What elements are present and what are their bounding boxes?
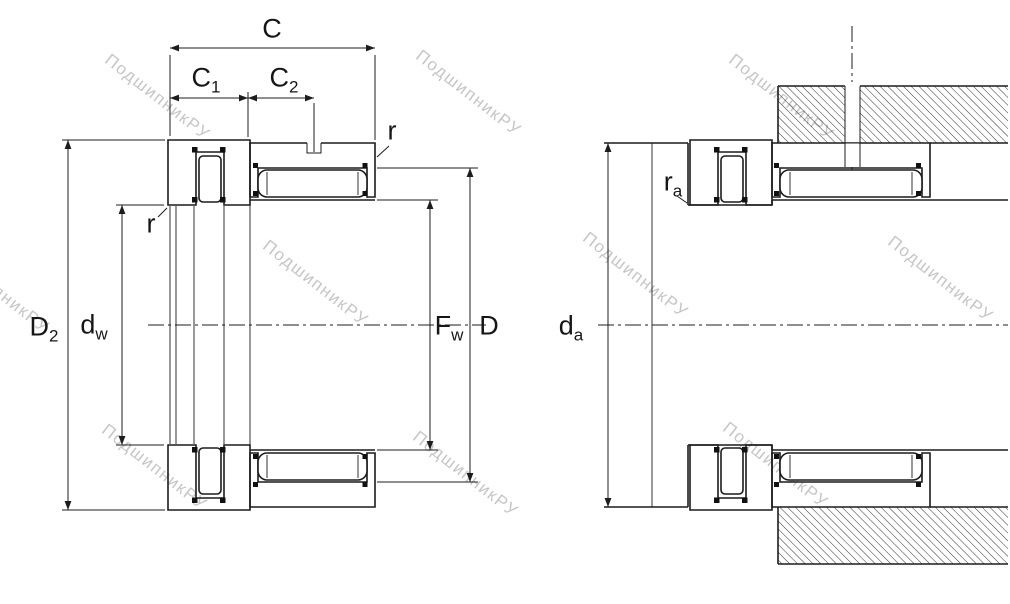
label-base: d (80, 309, 96, 340)
dim-label-r-inner: r (147, 208, 156, 243)
dim-label-c1: C1 (192, 62, 221, 97)
seal-dots (774, 454, 921, 487)
label-sub: a (573, 325, 584, 345)
left-view (62, 44, 486, 511)
housing-outline-top (777, 85, 1008, 144)
label-base: d (558, 310, 574, 341)
label-sub: 2 (49, 326, 59, 346)
label-base: r (146, 208, 156, 239)
label-sub: 1 (211, 77, 221, 97)
dimension-lines-right (604, 143, 688, 507)
dim-label-da: da (559, 310, 584, 345)
ra-leader (676, 195, 688, 204)
seal-dots (192, 147, 226, 203)
label-base: C (269, 62, 290, 93)
label-base: D (29, 311, 50, 342)
housing-section-top (778, 86, 1008, 143)
label-sub: w (95, 324, 108, 344)
thrust-roller-top (720, 155, 744, 203)
needle-outer-ring-bottom (771, 452, 931, 508)
label-base: C (262, 13, 282, 44)
lube-hole-through-ring (845, 143, 860, 167)
needle-roller-top (779, 169, 923, 198)
shaft-shoulder (604, 142, 1008, 508)
seal-dots (714, 447, 748, 503)
needle-roller-bottom (257, 452, 368, 481)
right-view (598, 26, 1008, 565)
needle-outer-ring-top (771, 142, 931, 198)
housing-section-bottom (778, 507, 1008, 564)
needle-roller-top (257, 169, 368, 198)
dim-label-r-outer: r (388, 115, 397, 150)
label-sub: a (672, 181, 683, 201)
housing-outline-bottom (777, 506, 1008, 565)
label-sub: 2 (289, 77, 299, 97)
label-base: D (479, 310, 499, 341)
label-base: r (387, 115, 397, 146)
thrust-roller-bottom (198, 447, 222, 495)
r-leader (376, 145, 390, 158)
seal-dots (253, 163, 368, 196)
dim-label-d2: D2 (30, 311, 59, 346)
lube-hole-outline (306, 143, 322, 154)
dim-label-dw: dw (80, 309, 107, 344)
thrust-roller-top (198, 155, 222, 203)
r-inner-leader (157, 207, 168, 218)
dim-label-fw: Fw (435, 310, 464, 345)
dim-label-d: D (479, 310, 499, 345)
label-base: C (191, 62, 212, 93)
seal-dots (714, 147, 748, 203)
dim-label-c: C (262, 13, 282, 48)
label-base: r (663, 166, 673, 197)
dim-label-ra: ra (664, 166, 682, 201)
needle-roller-bottom (779, 452, 923, 481)
dimension-lines-left (62, 44, 478, 511)
seal-dots (774, 163, 921, 196)
seal-dots (253, 454, 368, 487)
seal-dots (192, 447, 226, 503)
projection-lines (169, 201, 251, 449)
label-sub: w (451, 325, 464, 345)
thrust-roller-bottom (720, 447, 744, 495)
label-base: F (434, 310, 452, 341)
dim-label-c2: C2 (270, 62, 299, 97)
